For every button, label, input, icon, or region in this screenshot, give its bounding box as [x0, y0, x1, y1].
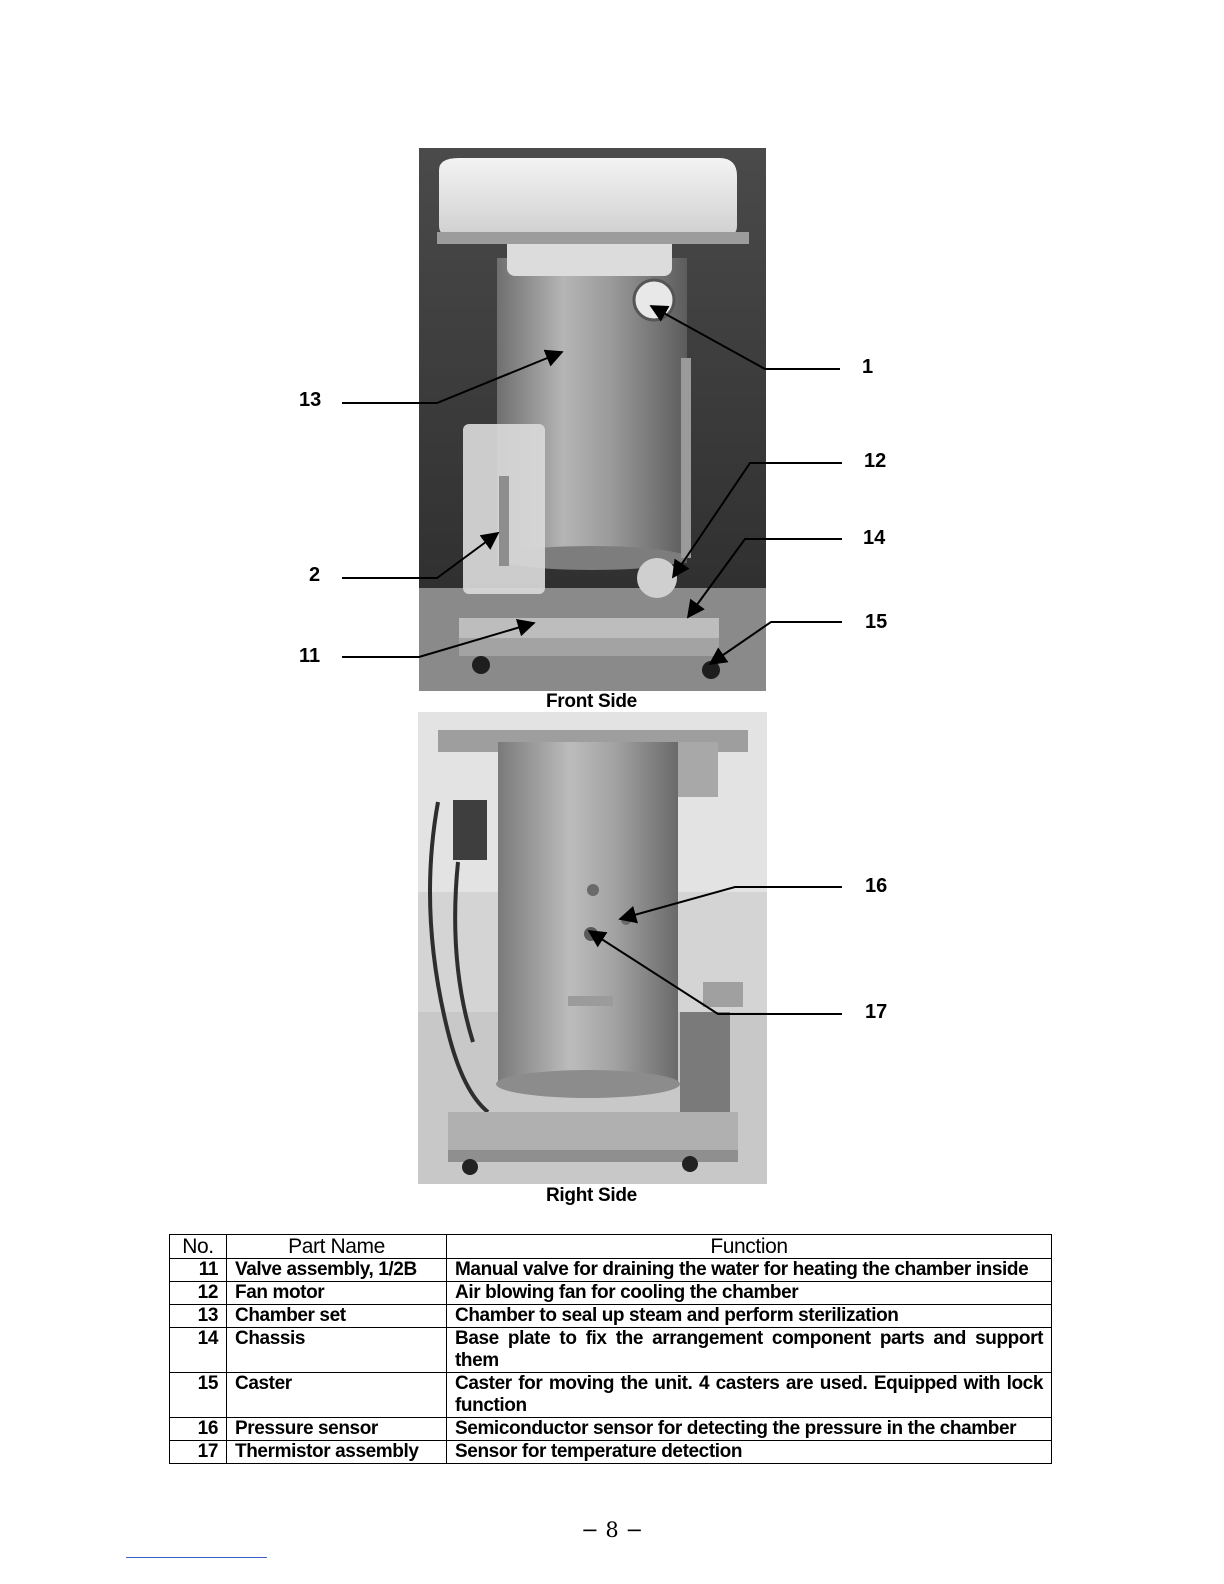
row-no: 15	[169, 1372, 227, 1418]
page-number: − 8 −	[581, 1518, 643, 1542]
table-row: 12 Fan motor Air blowing fan for cooling…	[169, 1281, 1052, 1305]
row-part-name: Chassis	[226, 1327, 447, 1373]
callout-15: 15	[865, 611, 888, 633]
front-side-photo-art	[419, 148, 766, 691]
row-function: Air blowing fan for cooling the chamber	[446, 1281, 1052, 1305]
table-row: 17 Thermistor assembly Sensor for temper…	[169, 1440, 1052, 1464]
right-side-caption: Right Side	[546, 1185, 637, 1206]
callout-11: 11	[299, 645, 321, 667]
parts-table: No. Part Name Function 11 Valve assembly…	[169, 1234, 1052, 1464]
row-part-name: Valve assembly, 1/2B	[226, 1258, 447, 1282]
row-no: 14	[169, 1327, 227, 1373]
header-part-name: Part Name	[226, 1234, 447, 1259]
row-part-name: Pressure sensor	[226, 1417, 447, 1441]
table-header-row: No. Part Name Function	[169, 1234, 1052, 1259]
callout-1: 1	[862, 356, 874, 378]
row-function: Base plate to fix the arrangement compon…	[446, 1327, 1052, 1373]
row-part-name: Chamber set	[226, 1304, 447, 1328]
row-function: Chamber to seal up steam and perform ste…	[446, 1304, 1052, 1328]
row-no: 17	[169, 1440, 227, 1464]
row-no: 16	[169, 1417, 227, 1441]
header-no: No.	[169, 1234, 227, 1259]
table-row: 11 Valve assembly, 1/2B Manual valve for…	[169, 1258, 1052, 1282]
row-function: Sensor for temperature detection	[446, 1440, 1052, 1464]
callout-14: 14	[863, 527, 886, 549]
table-row: 15 Caster Caster for moving the unit. 4 …	[169, 1372, 1052, 1418]
table-row: 13 Chamber set Chamber to seal up steam …	[169, 1304, 1052, 1328]
right-side-photo	[418, 712, 767, 1184]
right-side-photo-art	[418, 712, 767, 1184]
front-side-photo	[419, 148, 766, 691]
table-row: 16 Pressure sensor Semiconductor sensor …	[169, 1417, 1052, 1441]
footer-rule	[126, 1557, 267, 1558]
callout-12: 12	[864, 450, 887, 472]
callout-13: 13	[299, 389, 322, 411]
table-row: 14 Chassis Base plate to fix the arrange…	[169, 1327, 1052, 1373]
row-part-name: Thermistor assembly	[226, 1440, 447, 1464]
callout-2: 2	[309, 564, 321, 586]
row-no: 12	[169, 1281, 227, 1305]
header-function: Function	[446, 1234, 1052, 1259]
row-no: 11	[169, 1258, 227, 1282]
row-function: Manual valve for draining the water for …	[446, 1258, 1052, 1282]
callout-16: 16	[865, 875, 888, 897]
row-part-name: Caster	[226, 1372, 447, 1418]
row-function: Caster for moving the unit. 4 casters ar…	[446, 1372, 1052, 1418]
row-function: Semiconductor sensor for detecting the p…	[446, 1417, 1052, 1441]
row-no: 13	[169, 1304, 227, 1328]
front-side-caption: Front Side	[546, 691, 637, 712]
callout-17: 17	[865, 1001, 888, 1023]
row-part-name: Fan motor	[226, 1281, 447, 1305]
